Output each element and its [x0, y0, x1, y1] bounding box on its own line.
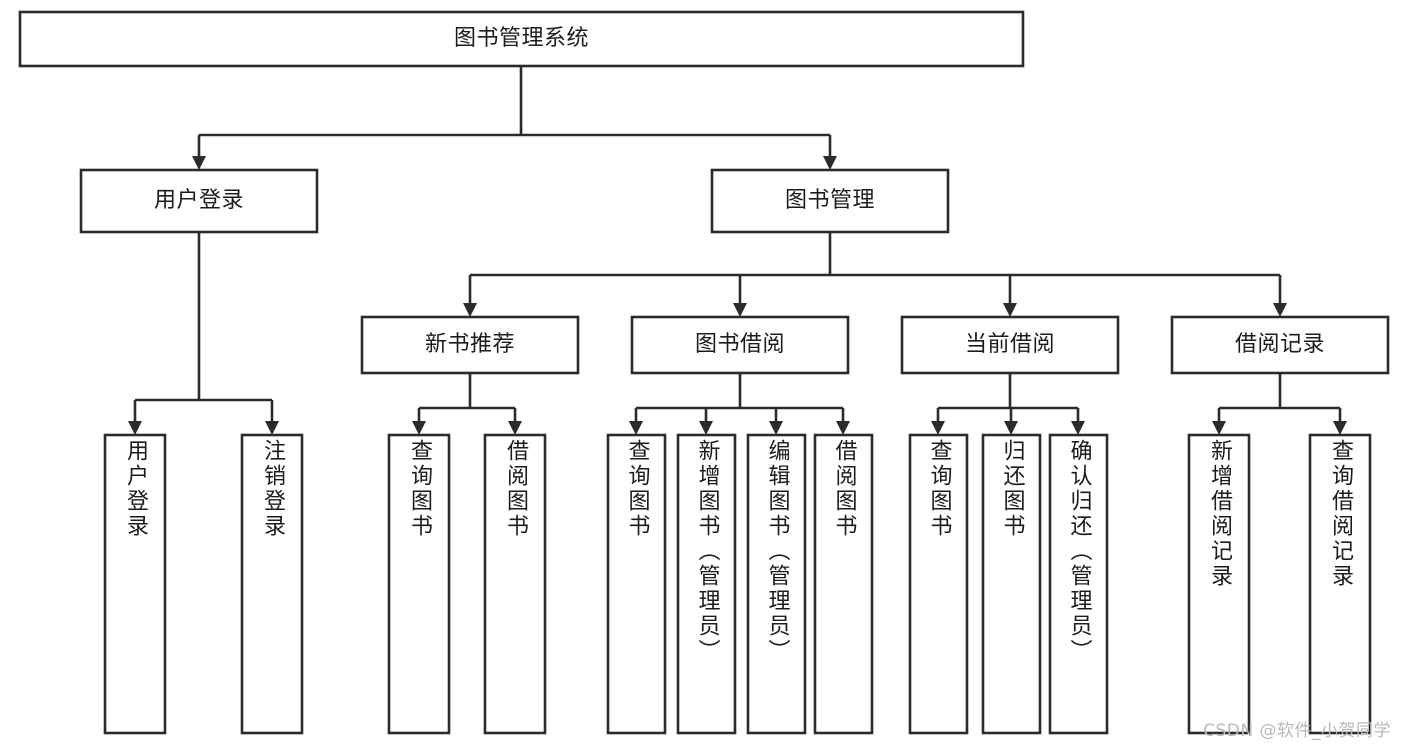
- arrow-head-e-root-user-login: [192, 156, 206, 170]
- arrow-head-e-cb-leaf2: [1004, 421, 1018, 435]
- arrow-head-e-bb-leaf2: [699, 421, 713, 435]
- leaf-node-leaf-query-record[interactable]: [1308, 433, 1372, 735]
- arrow-head-e-bb-leaf4: [836, 421, 850, 435]
- leaf-node-leaf-borrow-book-2[interactable]: [813, 433, 874, 735]
- leaf-node-leaf-edit-book[interactable]: [746, 433, 807, 735]
- arrow-head-e-nb-leaf2: [508, 421, 522, 435]
- arrow-head-e-bm-borrow: [733, 303, 747, 317]
- leaf-node-leaf-logout[interactable]: [240, 433, 304, 735]
- level3-node-current-borrow[interactable]: [900, 315, 1120, 375]
- leaf-node-leaf-add-record[interactable]: [1187, 433, 1251, 735]
- arrow-head-e-bb-leaf1: [629, 421, 643, 435]
- level2-node-book-manage[interactable]: [710, 168, 950, 234]
- arrow-head-e-br-leaf1: [1212, 421, 1226, 435]
- level3-node-book-borrow[interactable]: [630, 315, 850, 375]
- arrow-head-e-cb-leaf3: [1071, 421, 1085, 435]
- level3-node-borrow-record[interactable]: [1170, 315, 1390, 375]
- node-box-layer: [18, 10, 1390, 735]
- leaf-node-leaf-confirm-return[interactable]: [1048, 433, 1109, 735]
- arrow-head-e-br-leaf2: [1333, 421, 1347, 435]
- leaf-node-leaf-query-book-3[interactable]: [908, 433, 969, 735]
- leaf-node-leaf-query-book-2[interactable]: [606, 433, 667, 735]
- arrow-head-e-bm-new-book: [463, 303, 477, 317]
- arrow-head-e-ul-leaf1: [128, 421, 142, 435]
- leaf-node-leaf-user-login[interactable]: [103, 433, 167, 735]
- level3-node-new-book-rec[interactable]: [360, 315, 580, 375]
- leaf-node-leaf-query-book-1[interactable]: [387, 433, 451, 735]
- level2-node-user-login[interactable]: [79, 168, 319, 234]
- arrow-head-e-nb-leaf1: [412, 421, 426, 435]
- leaf-node-leaf-borrow-book-1[interactable]: [483, 433, 547, 735]
- arrow-head-e-ul-leaf2: [265, 421, 279, 435]
- connector-layer: [128, 66, 1347, 435]
- watermark: CSDN @软件_小贺同学: [1203, 721, 1391, 741]
- leaf-node-leaf-add-book[interactable]: [676, 433, 737, 735]
- arrow-head-e-cb-leaf1: [931, 421, 945, 435]
- leaf-node-leaf-return-book[interactable]: [981, 433, 1042, 735]
- arrow-head-e-bm-current: [1003, 303, 1017, 317]
- root-node-root[interactable]: [18, 10, 1025, 68]
- arrow-head-e-bm-record: [1273, 303, 1287, 317]
- arrow-head-e-bb-leaf3: [769, 421, 783, 435]
- arrow-head-e-root-book-manage: [823, 156, 837, 170]
